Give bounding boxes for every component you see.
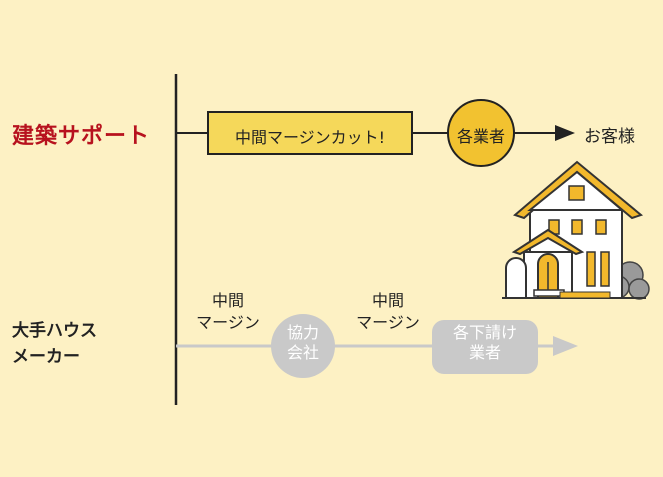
partner-company-text: 協力 会社 (272, 323, 334, 363)
subcontractor-box (432, 320, 538, 374)
top-arrow-head (555, 125, 575, 141)
contractor-text: 各業者 (456, 127, 505, 146)
margin2-line1: 中間 (371, 291, 404, 310)
customer-text: お客様 (584, 127, 635, 147)
margin-label-2: 中間 マージン (346, 290, 430, 334)
margin-label-1: 中間 マージン (186, 290, 270, 334)
kenchiku-support-label: 建築サポート (12, 124, 151, 149)
sub-line1: 各下請け (452, 323, 517, 342)
partner-line2: 会社 (286, 343, 319, 362)
partner-circle (271, 314, 335, 378)
house-maker-line2: メーカー (12, 347, 80, 367)
subcontractor-text: 各下請け 業者 (432, 323, 538, 363)
house-maker-line1: 大手ハウス (12, 321, 97, 341)
margin1-line1: 中間 (211, 291, 244, 310)
partner-line1: 協力 (286, 323, 319, 342)
margin2-line2: マージン (356, 313, 420, 332)
sub-line2: 業者 (468, 343, 501, 362)
house-icon (502, 160, 650, 300)
bottom-arrow-head (553, 336, 578, 356)
house-maker-label: 大手ハウス メーカー (12, 318, 97, 370)
margin-cut-text: 中間マージンカット! (234, 128, 386, 147)
margin1-line2: マージン (196, 313, 260, 332)
